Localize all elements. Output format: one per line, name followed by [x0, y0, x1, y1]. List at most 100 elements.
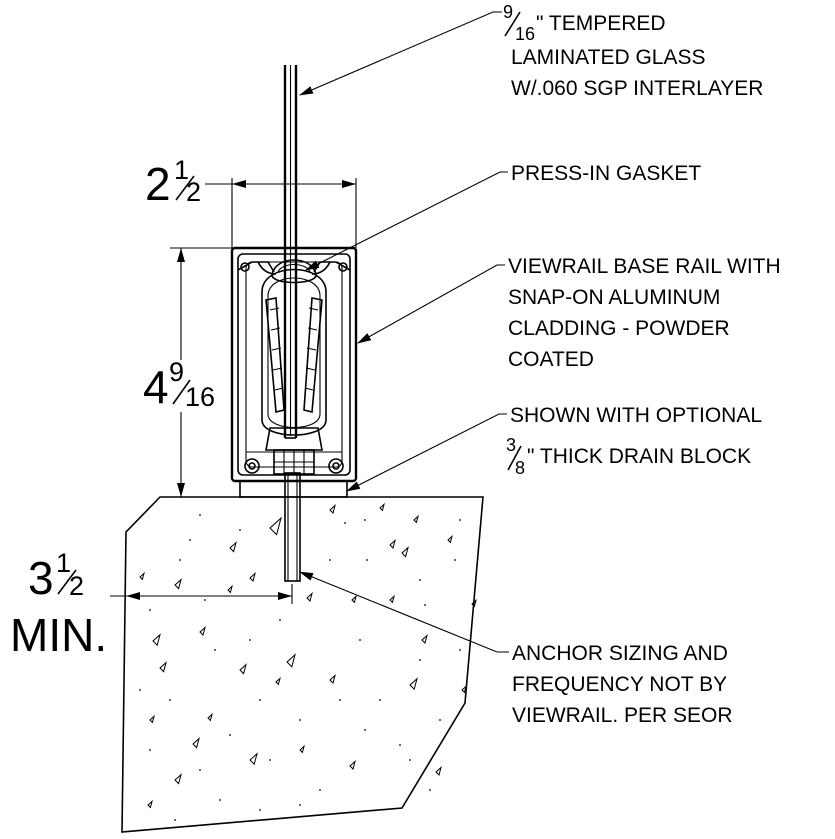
aggregate-dot	[169, 699, 171, 701]
aggregate-dot	[459, 519, 461, 521]
aggregate-mark	[269, 516, 282, 536]
aggregate-dot	[364, 519, 366, 521]
aggregate-dot	[199, 514, 201, 516]
glass-callout-line1: " TEMPERED	[536, 12, 666, 35]
edge-dim-suffix: MIN.	[10, 609, 107, 661]
gasket-callout-line1: PRESS-IN GASKET	[511, 162, 701, 185]
aggregate-mark	[174, 773, 182, 785]
aggregate-mark	[152, 633, 161, 647]
aggregate-dot	[259, 699, 261, 701]
aggregate-mark	[299, 744, 305, 754]
press-in-gasket	[271, 259, 317, 284]
aggregate-mark	[192, 737, 200, 749]
width-dim-den: 2	[186, 177, 201, 207]
aggregate-mark	[227, 584, 233, 594]
anchor-callout-line2: FREQUENCY NOT BY	[512, 673, 727, 696]
aggregate-mark	[149, 714, 155, 724]
aggregate-mark	[249, 572, 256, 582]
aggregate-mark	[249, 752, 258, 766]
aggregate-dot	[204, 599, 206, 601]
aggregate-mark	[389, 594, 395, 604]
glass-callout-line3: W/.060 SGP INTERLAYER	[511, 77, 763, 100]
edge-dim-num: 1	[56, 548, 71, 578]
callout-drain-block: SHOWN WITH OPTIONAL 3 8 " THICK DRAIN BL…	[506, 404, 762, 478]
aggregate-dot	[249, 639, 251, 641]
aggregate-mark	[447, 534, 453, 544]
leader-lines	[299, 11, 509, 653]
callout-base-rail: VIEWRAIL BASE RAIL WITH SNAP-ON ALUMINUM…	[508, 255, 781, 371]
aggregate-mark	[471, 598, 477, 608]
aggregate-dot	[409, 759, 411, 761]
aggregate-mark	[349, 760, 356, 770]
aggregate-mark	[199, 626, 206, 636]
width-dimension: 2 1 2	[145, 155, 357, 248]
aggregate-mark	[389, 539, 396, 549]
aggregate-dot	[174, 819, 176, 821]
aggregate-dot	[269, 759, 271, 761]
base-rail-callout-line1: VIEWRAIL BASE RAIL WITH	[508, 255, 781, 278]
base-rail-callout-line2: SNAP-ON ALUMINUM	[508, 286, 720, 309]
aggregate-dot	[259, 809, 261, 811]
aggregate-mark	[207, 712, 213, 722]
height-dim-den: 16	[185, 382, 215, 412]
aggregate-mark	[379, 502, 385, 512]
aggregate-dot	[359, 639, 361, 641]
height-dim-num: 9	[169, 357, 184, 387]
width-dim-num: 1	[174, 155, 189, 185]
aggregate-mark	[239, 663, 247, 675]
edge-dim-whole: 3	[28, 552, 54, 604]
aggregate-dot	[319, 789, 321, 791]
aggregate-dot	[139, 689, 141, 691]
aggregate-dot	[149, 609, 151, 611]
aggregate-dot	[454, 559, 456, 561]
aggregate-dot	[419, 579, 421, 581]
aggregate-mark	[147, 799, 153, 809]
base-rail-callout-line3: CLADDING - POWDER	[508, 317, 730, 340]
aggregate-mark	[401, 546, 409, 558]
aggregate-mark	[409, 677, 418, 691]
aggregate-dot	[429, 789, 431, 791]
aggregate-mark	[286, 653, 296, 668]
aggregate-mark	[275, 676, 281, 686]
drain-fraction-den: 8	[515, 458, 525, 478]
callout-gasket: PRESS-IN GASKET	[511, 162, 701, 185]
drain-block-callout-line2: " THICK DRAIN BLOCK	[527, 445, 751, 468]
aggregate-dot	[299, 804, 301, 806]
concrete-aggregate-pattern	[139, 502, 477, 821]
aggregate-dot	[189, 539, 191, 541]
aggregate-mark	[351, 594, 357, 604]
drain-fraction-num: 3	[506, 435, 516, 455]
aggregate-dot	[459, 649, 461, 651]
drain-block	[239, 480, 348, 498]
anchor-callout-line1: ANCHOR SIZING AND	[512, 642, 728, 665]
aggregate-dot	[419, 659, 421, 661]
aggregate-dot	[179, 559, 181, 561]
concrete-slab	[121, 496, 484, 833]
glass-callout-line2: LAMINATED GLASS	[511, 46, 706, 69]
anchor-callout-line3: VIEWRAIL. PER SEOR	[512, 704, 733, 727]
laminated-glass-panel	[283, 65, 298, 439]
aggregate-dot	[214, 649, 216, 651]
anchor-bolt	[284, 472, 301, 582]
glass-fraction-den: 16	[515, 24, 535, 44]
aggregate-dot	[149, 749, 151, 751]
aggregate-dot	[379, 699, 381, 701]
aggregate-mark	[435, 766, 442, 776]
aggregate-mark	[174, 578, 182, 590]
aggregate-mark	[329, 504, 336, 514]
aggregate-dot	[199, 769, 201, 771]
aggregate-mark	[306, 592, 313, 602]
aggregate-dot	[364, 729, 366, 731]
aggregate-dot	[329, 559, 331, 561]
base-rail	[230, 246, 358, 483]
drain-block-callout-line1: SHOWN WITH OPTIONAL	[510, 404, 762, 427]
aggregate-mark	[159, 661, 167, 673]
edge-dim-den: 2	[69, 571, 84, 601]
glass-fraction-num: 9	[503, 2, 513, 22]
aggregate-mark	[421, 634, 428, 644]
callout-anchor: ANCHOR SIZING AND FREQUENCY NOT BY VIEWR…	[512, 642, 733, 727]
height-dim-whole: 4	[143, 361, 169, 413]
base-rail-callout-line4: COATED	[508, 348, 594, 371]
aggregate-mark	[413, 514, 419, 524]
